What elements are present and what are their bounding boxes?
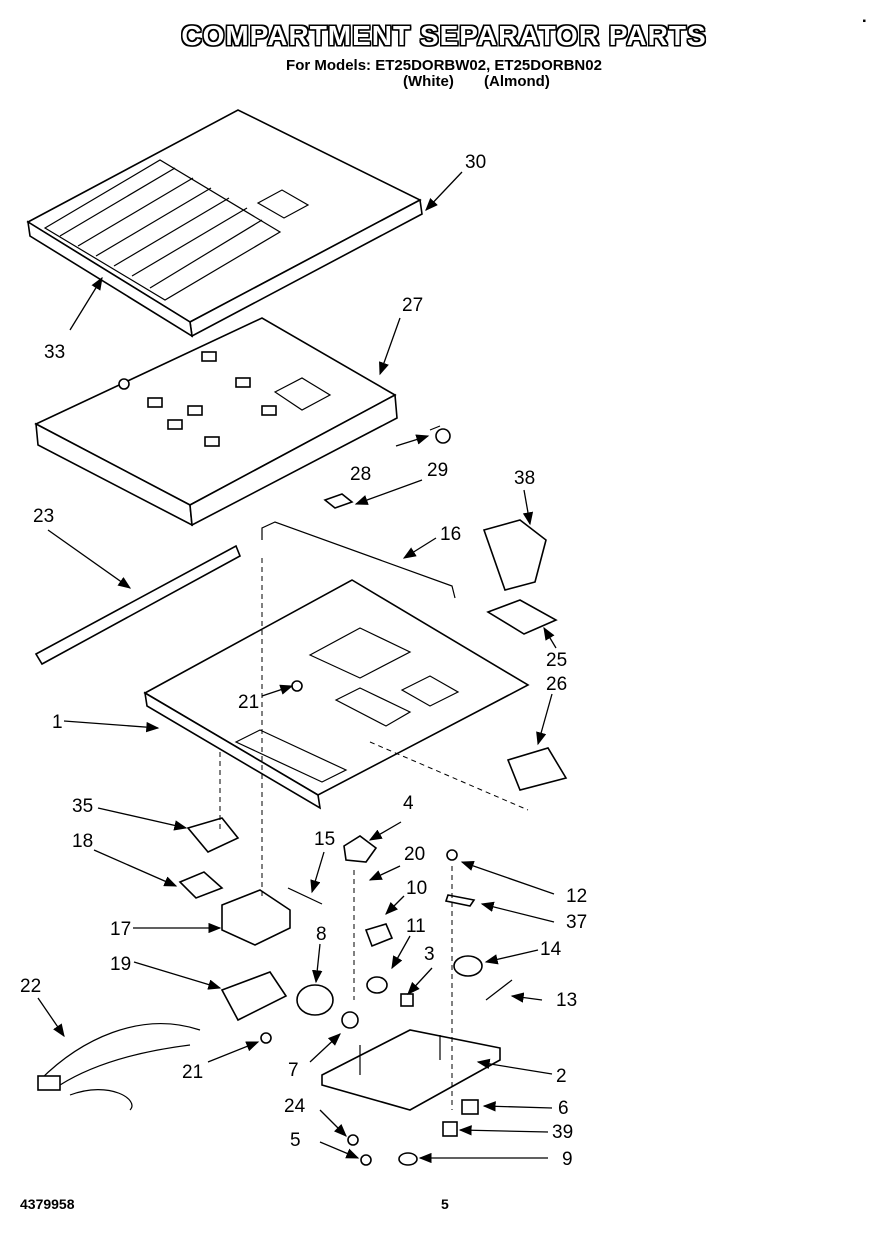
models-line: For Models: ET25DORBW02, ET25DORBN02 <box>286 57 602 74</box>
part-39 <box>442 1121 458 1137</box>
callout-12: 12 <box>566 886 587 907</box>
callout-2: 2 <box>556 1066 567 1087</box>
duct-part-38 <box>482 519 547 591</box>
tube-part-16 <box>261 521 456 599</box>
callout-7: 7 <box>288 1060 299 1081</box>
callout-10: 10 <box>406 878 427 899</box>
callout-15: 15 <box>314 829 335 850</box>
part-12 <box>446 849 458 861</box>
callout-8: 8 <box>316 924 327 945</box>
callout-5: 5 <box>290 1130 301 1151</box>
base-tray-part <box>143 579 530 810</box>
part-8 <box>296 984 334 1016</box>
callout-6: 6 <box>558 1098 569 1119</box>
bracket-part-29 <box>323 493 354 509</box>
part-24 <box>347 1134 359 1146</box>
callout-38: 38 <box>514 468 535 489</box>
callout-33: 33 <box>44 342 65 363</box>
callout-1: 1 <box>52 712 63 733</box>
callout-19: 19 <box>110 954 131 975</box>
part-13 <box>485 979 513 1001</box>
wire-harness-part-22 <box>37 1023 201 1111</box>
page-number: 5 <box>441 1196 449 1212</box>
part-15 <box>287 887 323 905</box>
callout-3: 3 <box>424 944 435 965</box>
part-5 <box>360 1154 372 1166</box>
callout-37: 37 <box>566 912 587 933</box>
part-3 <box>400 993 414 1007</box>
callout-27: 27 <box>402 295 423 316</box>
strip-part-23 <box>34 544 242 666</box>
callout-24: 24 <box>284 1096 306 1117</box>
document-number: 4379958 <box>20 1196 75 1212</box>
corner-mark: ▪ <box>862 16 866 27</box>
gasket-part-25 <box>486 599 558 635</box>
callout-35: 35 <box>72 796 93 817</box>
callout-18: 18 <box>72 831 93 852</box>
callout-11: 11 <box>406 916 426 937</box>
callout-16: 16 <box>440 524 461 545</box>
callout-4: 4 <box>403 793 414 814</box>
variant-almond: (Almond) <box>484 73 550 90</box>
cover-panel-part <box>26 109 423 338</box>
part-37 <box>444 894 476 907</box>
screw-part-21-upper <box>291 680 303 692</box>
part-9 <box>398 1152 418 1166</box>
part-14 <box>453 955 483 977</box>
part-19 <box>220 971 288 1022</box>
separator-frame-part <box>34 317 398 527</box>
part-35 <box>186 817 240 853</box>
part-11 <box>366 976 388 994</box>
callout-labels: 30 33 27 28 29 38 23 16 25 26 21 1 4 35 … <box>20 152 587 1170</box>
callout-22: 22 <box>20 976 41 997</box>
part-4 <box>343 835 378 863</box>
callout-30: 30 <box>465 152 486 173</box>
callout-25: 25 <box>546 650 567 671</box>
callout-20: 20 <box>404 844 425 865</box>
part-17 <box>221 889 291 946</box>
clip-part-28 <box>429 425 451 444</box>
part-10 <box>364 923 394 948</box>
callout-39: 39 <box>552 1122 573 1143</box>
callout-21-lower: 21 <box>182 1062 203 1083</box>
callout-23: 23 <box>33 506 54 527</box>
damper-part-26 <box>506 747 568 791</box>
callout-14: 14 <box>540 939 562 960</box>
callout-21-upper: 21 <box>238 692 259 713</box>
part-7 <box>341 1011 359 1029</box>
callout-28: 28 <box>350 464 371 485</box>
callout-17: 17 <box>110 919 131 940</box>
page-title: COMPARTMENT SEPARATOR PARTS <box>181 20 707 51</box>
part-18 <box>178 871 224 899</box>
housing-part-2 <box>321 1029 501 1111</box>
callout-26: 26 <box>546 674 567 695</box>
variant-white: (White) <box>403 73 454 90</box>
part-6 <box>461 1099 479 1115</box>
callout-9: 9 <box>562 1149 573 1170</box>
callout-29: 29 <box>427 460 448 481</box>
screw-part-21-lower <box>260 1032 272 1044</box>
callout-13: 13 <box>556 990 577 1011</box>
